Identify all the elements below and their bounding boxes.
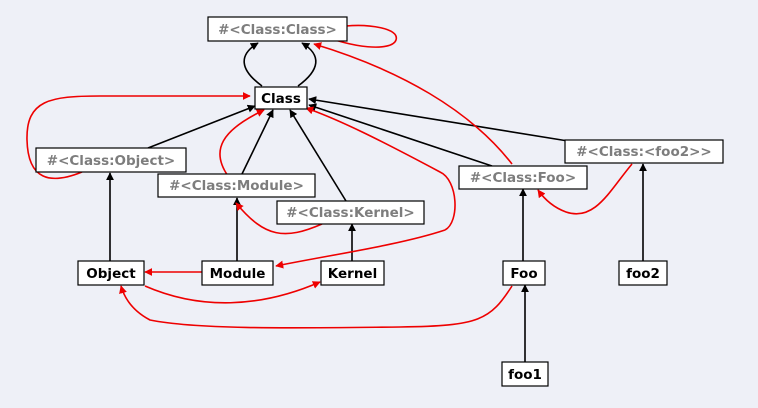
node-class-foo2: #<Class:<foo2>>: [564, 139, 724, 164]
metaclass-edges: [26, 24, 633, 329]
edge-class-object-to-class-loop: [26, 92, 251, 180]
node-foo1-label: foo1: [508, 367, 542, 383]
edge-class-kernel-to-class-module: [235, 202, 323, 235]
node-foo-label: Foo: [510, 266, 537, 282]
edge-object-to-kernel: [144, 281, 321, 304]
edge-class-foo2-to-class: [308, 96, 569, 142]
edge-kernel-to-class: [305, 106, 456, 231]
node-class-module: #<Class:Module>: [157, 173, 316, 198]
edge-class-foo-to-class: [308, 103, 493, 167]
nodes: #<Class:Class> Class #<Class:Object> #<C…: [35, 16, 724, 387]
node-foo2: foo2: [618, 260, 668, 286]
node-class-kernel-label: #<Class:Kernel>: [286, 205, 414, 221]
node-object: Object: [77, 260, 145, 286]
node-class: Class: [254, 86, 308, 110]
node-class-object: #<Class:Object>: [35, 147, 187, 173]
edge-module-to-class-via-kernel: [275, 229, 446, 269]
edge-class-module-to-class: [241, 109, 274, 175]
superclass-edges: [106, 42, 647, 362]
edge-foo-to-object: [119, 285, 513, 329]
node-foo: Foo: [502, 260, 546, 286]
node-foo1: foo1: [501, 361, 549, 387]
edge-class-foo-to-class-class: [313, 42, 513, 165]
edge-class-kernel-to-class: [289, 109, 347, 202]
edge-class-class-self-loop: [319, 24, 397, 48]
edge-class-foo2-to-class-foo: [537, 163, 633, 215]
node-class-foo-label: #<Class:Foo>: [470, 170, 576, 186]
node-class-foo2-label: #<Class:<foo2>>: [576, 144, 712, 160]
node-class-label: Class: [261, 91, 301, 107]
edge-class-to-class-class-right: [297, 42, 317, 87]
node-class-foo: #<Class:Foo>: [458, 165, 588, 190]
node-module: Module: [201, 260, 274, 286]
edge-class-to-class-class-left: [243, 42, 263, 87]
node-class-object-label: #<Class:Object>: [47, 153, 175, 169]
node-object-label: Object: [86, 266, 136, 282]
edge-class-object-to-class: [147, 104, 256, 149]
node-class-class-label: #<Class:Class>: [218, 22, 337, 38]
node-module-label: Module: [210, 266, 266, 282]
node-class-class: #<Class:Class>: [207, 16, 348, 42]
node-class-kernel: #<Class:Kernel>: [276, 200, 425, 225]
node-foo2-label: foo2: [626, 266, 660, 282]
node-class-module-label: #<Class:Module>: [169, 178, 304, 194]
node-kernel: Kernel: [320, 260, 385, 286]
node-kernel-label: Kernel: [328, 266, 377, 282]
edge-class-module-to-class-red: [219, 109, 265, 177]
